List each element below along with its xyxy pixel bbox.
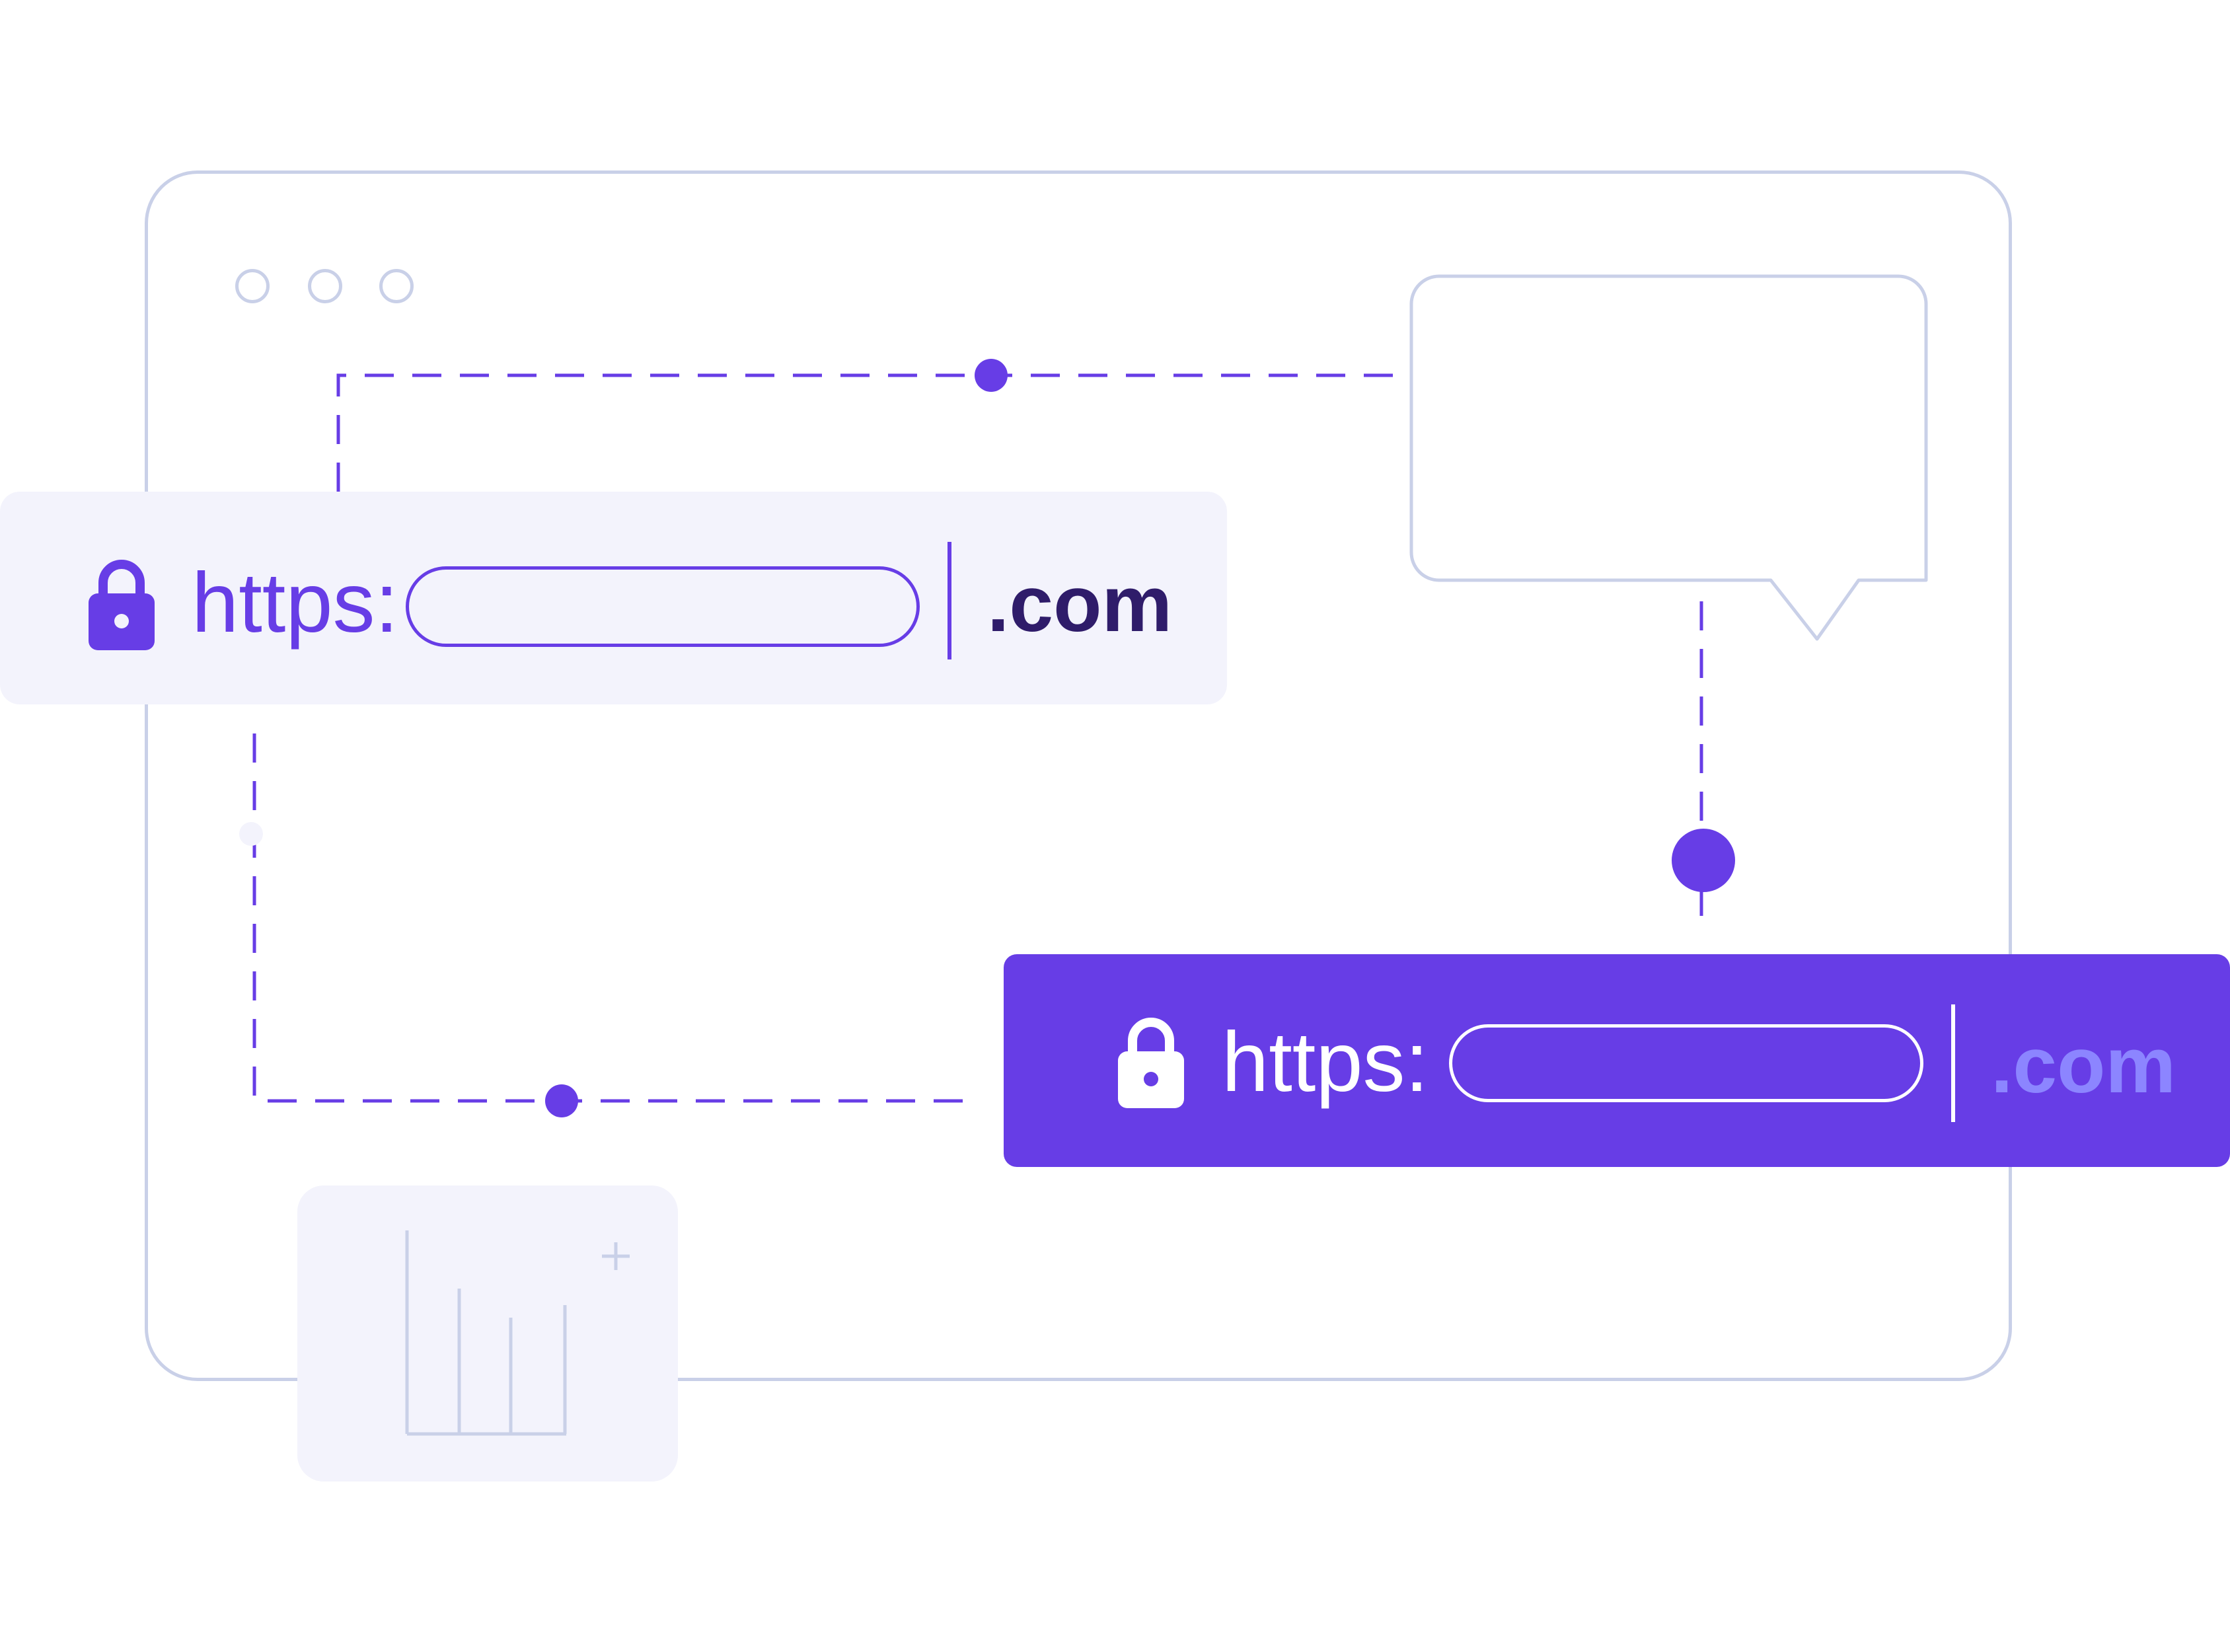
url-domain-field [1449,1024,1923,1102]
connector-node-top [975,359,1008,392]
plus-icon [602,1242,630,1270]
window-dot-2 [308,269,342,303]
connector-top [336,373,1409,492]
connector-left [252,733,978,1103]
connector-node-right [1672,829,1735,892]
url-protocol-label: https: [192,556,399,650]
url-bar-dark: https: .com [1004,954,2230,1167]
window-dot-1 [235,269,270,303]
url-protocol-label: https: [1222,1015,1429,1109]
speech-bubble-icon [1409,274,1928,641]
url-separator [1951,1004,1955,1122]
url-bar-light: https: .com [0,492,1227,704]
bar-chart-icon [405,1230,630,1436]
chart-card [297,1185,678,1482]
url-separator [948,542,951,659]
window-dot-3 [379,269,414,303]
url-tld-label: .com [1991,1021,2176,1109]
url-tld-label: .com [987,560,1173,648]
connector-node-bottom [545,1084,578,1117]
connector-node-faint [239,822,263,846]
lock-icon [89,560,155,650]
lock-icon [1118,1018,1184,1108]
url-domain-field [406,566,920,647]
